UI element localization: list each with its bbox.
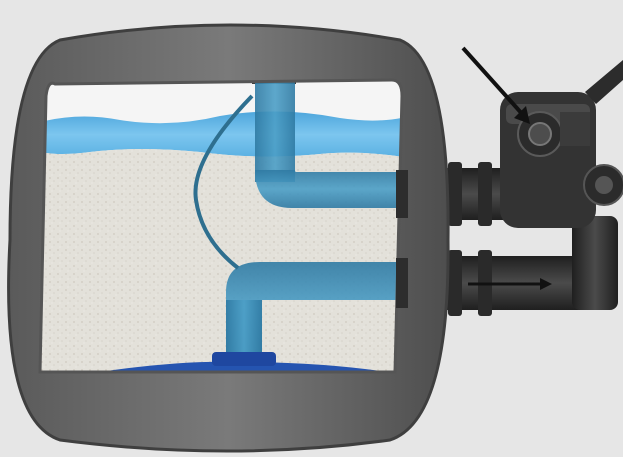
tank-inlet-port bbox=[396, 170, 408, 218]
tank-outlet-port bbox=[396, 258, 408, 308]
tank-interior bbox=[30, 64, 420, 390]
